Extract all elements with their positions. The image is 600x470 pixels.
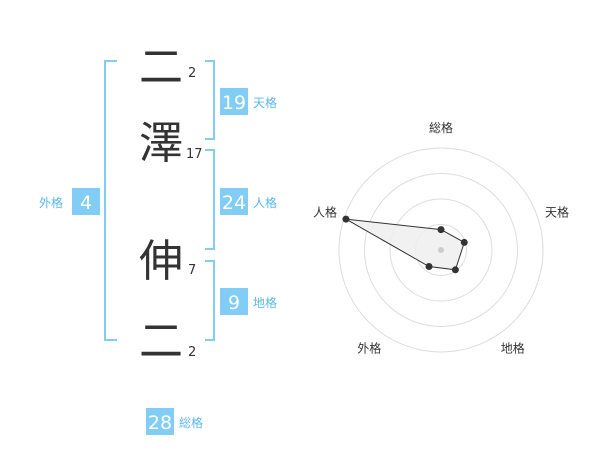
chikaku-label: 地格 xyxy=(253,295,277,310)
radar-axis-label-2: 天格 xyxy=(545,204,569,219)
gaikaku-bracket xyxy=(104,60,117,341)
radar-point-1 xyxy=(437,226,445,234)
stroke-count-1: 2 xyxy=(188,66,196,81)
chikaku-value: 9 xyxy=(228,292,240,314)
radar-polygon xyxy=(345,218,465,271)
gaikaku-group: 外格 4 xyxy=(39,188,100,215)
jinkaku-label: 人格 xyxy=(253,195,277,210)
gaikaku-value: 4 xyxy=(80,192,92,214)
chikaku-group: 9 地格 xyxy=(220,288,277,315)
name-char-1: 二 xyxy=(139,42,183,93)
jinkaku-bracket xyxy=(205,149,215,250)
radar-ring xyxy=(389,198,493,302)
chikaku-box xyxy=(220,288,248,315)
chikaku-bracket xyxy=(205,260,215,341)
tenkaku-box xyxy=(220,88,248,115)
radar-axis-label-3: 地格 xyxy=(501,341,525,356)
tenkaku-value: 19 xyxy=(222,92,246,114)
name-char-3: 伸 xyxy=(139,236,183,287)
radar-point-4 xyxy=(425,263,433,271)
radar-points xyxy=(342,215,468,274)
radar-rings xyxy=(338,147,544,353)
tenkaku-group: 19 天格 xyxy=(220,88,277,115)
gaikaku-box xyxy=(72,188,100,215)
soukaku-label: 総格 xyxy=(179,415,203,430)
stroke-count-4: 2 xyxy=(188,345,196,360)
gaikaku-label: 外格 xyxy=(39,195,63,210)
radar-axis-label-1: 総格 xyxy=(429,120,453,135)
name-char-4: 二 xyxy=(139,316,183,367)
tenkaku-bracket xyxy=(205,60,215,140)
jinkaku-box xyxy=(220,188,248,215)
jinkaku-value: 24 xyxy=(222,192,246,214)
stroke-count-3: 7 xyxy=(188,263,196,278)
radar-ring xyxy=(338,147,544,353)
radar-axis-label-5: 人格 xyxy=(313,204,337,219)
radar-point-3 xyxy=(451,266,459,274)
radar-point-2 xyxy=(460,238,468,246)
radar-axis-label-4: 外格 xyxy=(357,341,381,356)
soukaku-box xyxy=(146,408,174,435)
stroke-counts: 2 17 7 2 xyxy=(186,66,203,360)
radar-point-5 xyxy=(342,215,350,223)
stroke-count-2: 17 xyxy=(186,147,203,162)
soukaku-group: 28 総格 xyxy=(146,408,203,435)
radar-ring xyxy=(364,173,518,327)
jinkaku-group: 24 人格 xyxy=(220,188,277,215)
name-char-2: 澤 xyxy=(139,118,183,169)
name-characters: 二 澤 伸 二 xyxy=(139,42,183,367)
soukaku-value: 28 xyxy=(148,412,172,434)
radar-center-dot xyxy=(438,247,444,253)
brackets xyxy=(104,60,215,341)
tenkaku-label: 天格 xyxy=(253,95,277,110)
